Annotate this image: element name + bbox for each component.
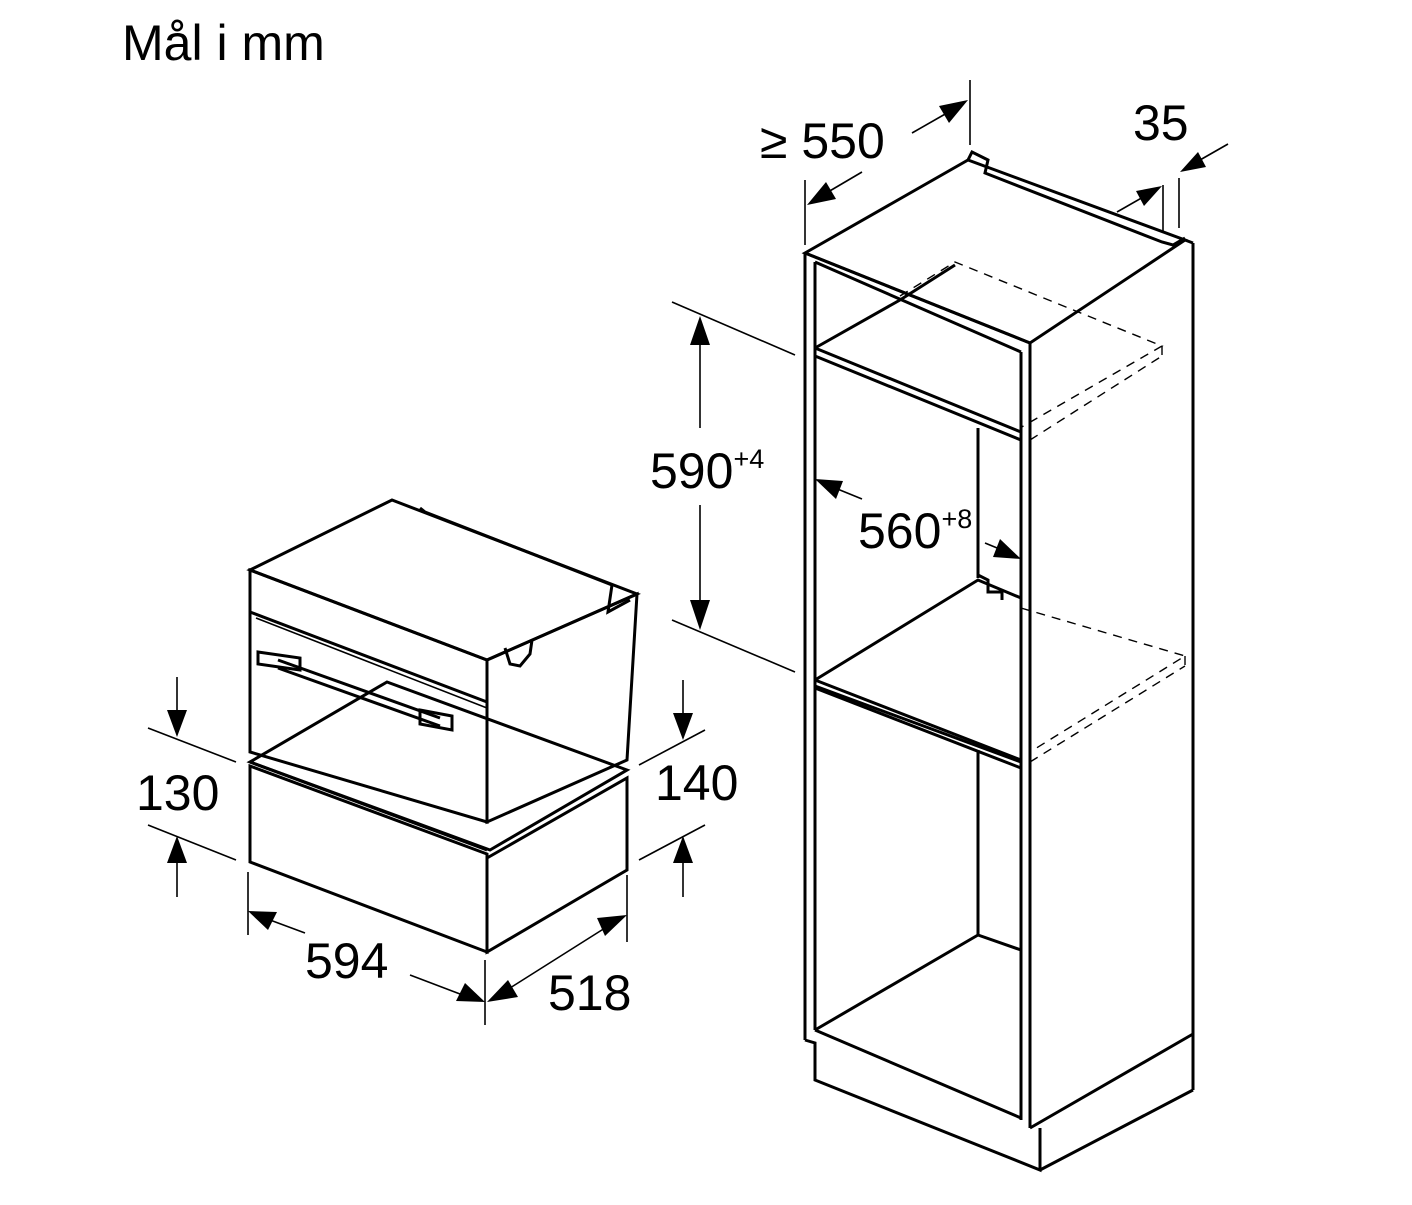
dim-130-extension-bottom — [147, 824, 237, 861]
cabinet-inner-top-edge — [814, 260, 1022, 354]
upper-shelf-front — [813, 345, 1023, 443]
dim-niche-width: 560+8 — [858, 503, 972, 559]
dim-518-arrow-left — [487, 980, 518, 1002]
lower-shelf-dashed-front — [1029, 665, 1186, 763]
dim-niche-height-tolerance: +4 — [733, 444, 764, 474]
dim-niche-width-value: 560 — [858, 503, 941, 559]
lower-shelf-front-top — [814, 678, 1022, 762]
dim-550-arrow-left — [807, 182, 836, 205]
plinth-front — [804, 1038, 1042, 1173]
bottom-back-right — [977, 933, 1022, 952]
dim-550-arrow-right — [939, 100, 968, 123]
bottom-back-left — [814, 933, 979, 1032]
dim-140-extension-bottom — [638, 824, 706, 861]
dim-drawer-side-height: 140 — [655, 755, 738, 811]
appliance-top-face — [246, 498, 641, 662]
dim-140-arrow-bottom — [673, 836, 693, 863]
plinth-bottom-right — [1039, 1088, 1194, 1172]
dim-drawer-front-height: 130 — [136, 765, 219, 821]
upper-shelf-dashed-front — [1029, 355, 1163, 441]
door-handle-left — [256, 650, 302, 672]
dim-130-arrow-top — [167, 710, 187, 737]
drawer-top-face — [246, 680, 631, 852]
dim-niche-height-value: 590 — [650, 443, 733, 499]
dim-560-arrow-left — [815, 479, 843, 499]
dim-518-arrow-right — [597, 915, 627, 936]
appliance-side-face — [485, 591, 639, 825]
control-panel-edge — [249, 610, 488, 704]
dim-niche-height: 590+4 — [650, 443, 764, 499]
dim-550-line-right — [911, 112, 948, 134]
lower-shelf-front-bottom — [814, 686, 1022, 770]
appliance-rear-step — [419, 506, 631, 615]
dim-518-line — [509, 927, 606, 989]
dim-niche-width-tolerance: +8 — [941, 504, 972, 534]
dim-594-line-right — [409, 974, 461, 995]
dim-140-extension-top — [638, 729, 706, 766]
control-panel-edge-inner — [255, 617, 488, 709]
cabinet-top-notch — [966, 149, 1186, 247]
appliance-drawing — [246, 498, 641, 955]
appliance-front-face — [248, 567, 489, 825]
dim-130-extension-top — [147, 727, 237, 763]
door-handle-bar — [277, 658, 441, 720]
dim-35-line-right — [1199, 143, 1229, 161]
dim-560-arrow-right — [993, 539, 1021, 559]
dim-niche-depth: ≥ 550 — [760, 113, 885, 169]
dim-130-arrow-bottom — [167, 836, 187, 863]
dim-35-arrow-right — [1180, 152, 1206, 172]
drawer-top-edge — [249, 760, 488, 852]
cabinet-top-right-corner — [1184, 238, 1194, 245]
lower-shelf-notch — [977, 573, 1004, 600]
drawer-front-face — [248, 763, 489, 955]
lower-shelf — [813, 578, 1023, 765]
cabinet-top-face — [801, 158, 1189, 345]
cabinet-dimensions: ≥ 550 35 590+4 560+8 — [650, 80, 1229, 673]
dim-590-extension-bottom — [671, 619, 796, 673]
lower-shelf-dashed-outline — [1020, 607, 1187, 753]
dim-drawer-depth: 518 — [548, 965, 631, 1021]
side-bracket — [503, 639, 534, 668]
upper-shelf-back-edge — [899, 263, 956, 302]
cabinet-front-top-edge — [804, 251, 1031, 345]
dim-140-arrow-top — [673, 713, 693, 740]
dim-590-extension-top — [671, 301, 796, 356]
upper-shelf-dashed-outline — [899, 261, 1164, 429]
cabinet-bottom-front — [814, 1028, 1022, 1120]
dim-550-line-left — [827, 171, 863, 193]
dim-top-offset: 35 — [1133, 95, 1189, 151]
dim-594-arrow-right — [456, 983, 485, 1002]
dim-drawer-width: 594 — [305, 933, 388, 989]
cabinet-drawing — [801, 149, 1195, 1173]
dim-594-line-left — [269, 919, 306, 934]
diagram-title: Mål i mm — [122, 15, 325, 71]
dim-594-arrow-left — [248, 911, 277, 930]
dim-35-arrow-left — [1136, 186, 1162, 206]
dim-590-arrow-bottom — [690, 600, 710, 630]
dim-590-arrow-top — [690, 316, 710, 345]
cabinet-bottom-right — [1029, 1032, 1194, 1130]
appliance-dimensions: 130 140 594 518 — [136, 677, 738, 1025]
upper-shelf-left-edge — [814, 298, 901, 350]
